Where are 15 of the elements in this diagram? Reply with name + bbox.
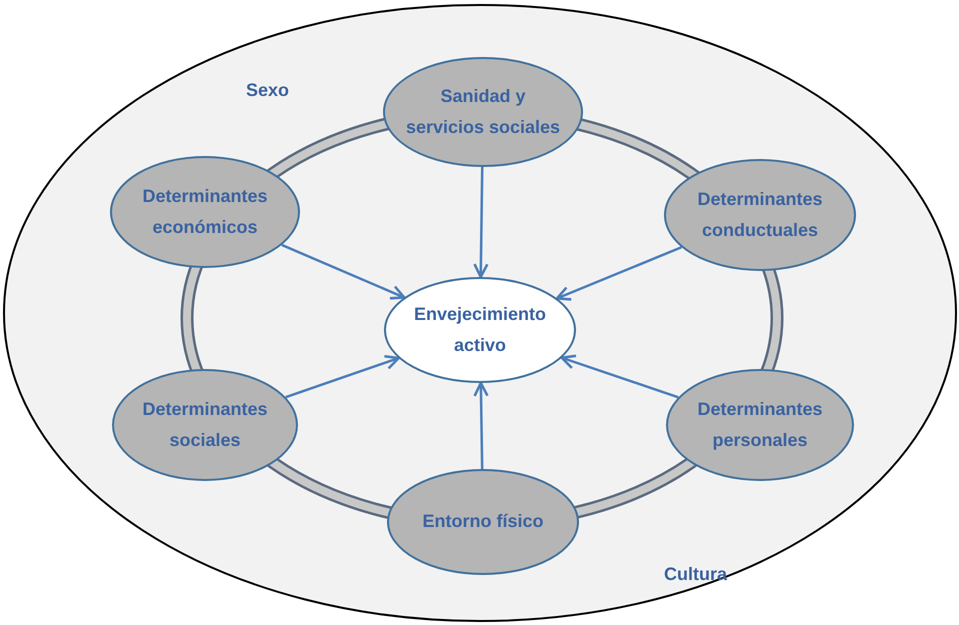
label-text: Sexo <box>246 80 290 101</box>
arrow <box>560 354 679 398</box>
node-label: Determinantes personales <box>696 398 824 452</box>
node-label: Determinantes conductuales <box>696 188 824 242</box>
arrow <box>473 166 489 278</box>
label-text: Cultura <box>664 564 727 585</box>
node-label: Entorno físico <box>422 510 544 534</box>
node-label: Sanidad y servicios sociales <box>404 84 562 139</box>
arrow <box>473 382 489 470</box>
node-label: Determinantes económicos <box>141 184 269 239</box>
arrow <box>285 354 400 398</box>
node-label: Determinantes sociales <box>141 398 269 452</box>
arrow <box>556 246 682 301</box>
node-label: Envejecimiento activo <box>412 302 548 357</box>
arrow <box>281 244 406 300</box>
